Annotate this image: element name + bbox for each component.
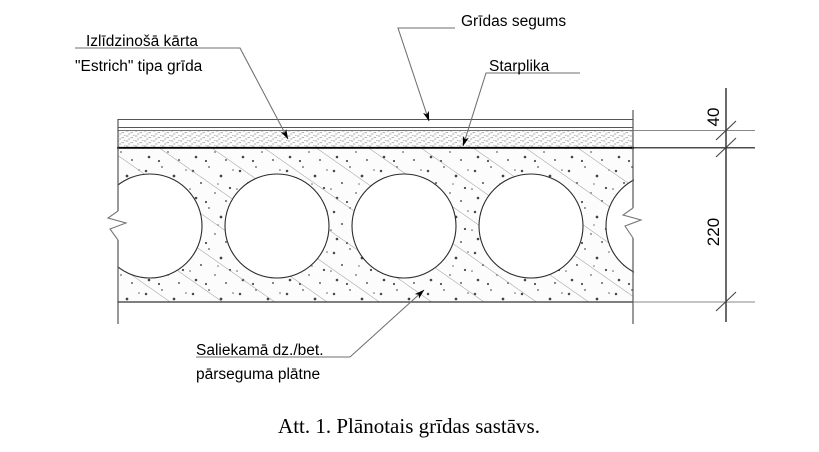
label-interlayer: Starplika [489, 58, 550, 75]
concrete-slab-fill [118, 148, 633, 302]
label-slab-line2: pārseguma plātne [196, 366, 320, 383]
dimension-block: 40 220 [633, 88, 755, 322]
floor-covering-layer [118, 119, 633, 128]
cut-edges [106, 110, 643, 324]
dimension-tick-icon [715, 137, 737, 158]
interlayer-layer [118, 127, 633, 131]
break-line-icon [106, 210, 128, 241]
label-floor-covering: Grīdas segums [461, 13, 566, 30]
leader-interlayer [462, 72, 580, 147]
void-circle [224, 173, 330, 279]
void-circle [478, 173, 584, 279]
dimension-value-slab: 220 [704, 218, 723, 246]
void-circle [351, 173, 457, 279]
leader-leveling-layer [75, 47, 289, 140]
annotation-leaders [75, 27, 580, 358]
dimension-value-top: 40 [704, 108, 723, 127]
layer-lines [117, 118, 634, 303]
dimension-ticks [715, 120, 737, 312]
dimension-tick-icon [715, 120, 737, 141]
left-mask [0, 148, 118, 303]
dimension-tick-icon [715, 291, 737, 312]
label-slab-line1: Saliekamā dz./bet. [196, 342, 324, 359]
annotation-labels: Izlīdzinošā kārta "Estrich" tipa grīda G… [75, 13, 566, 383]
break-line-icon [621, 207, 643, 239]
leader-floor-covering [397, 27, 455, 122]
figure-caption: Att. 1. Plānotais grīdas sastāvs. [278, 414, 540, 438]
leader-slab [196, 289, 425, 358]
label-leveling-layer-line2: "Estrich" tipa grīda [75, 58, 203, 75]
leveling-screed-layer [118, 130, 633, 148]
label-leveling-layer-line1: Izlīdzinošā kārta [86, 33, 198, 50]
